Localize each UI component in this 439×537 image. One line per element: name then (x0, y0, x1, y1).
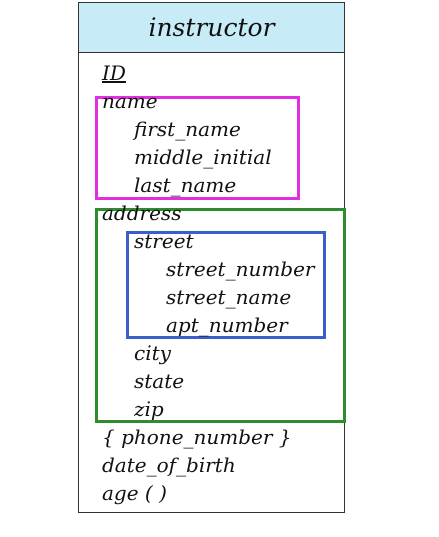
attr-middle-initial: middle_initial (134, 145, 272, 169)
instructor-entity: instructor (78, 2, 345, 513)
name-composite-box (95, 96, 300, 200)
attr-street-name: street_name (166, 285, 292, 309)
attr-city: city (134, 341, 171, 365)
attr-phone-number: { phone_number } (102, 425, 292, 449)
attr-last-name: last_name (134, 173, 237, 197)
attr-name: name (102, 89, 158, 113)
attr-state: state (134, 369, 185, 393)
attr-street-number: street_number (166, 257, 315, 281)
attr-first-name: first_name (134, 117, 241, 141)
attr-address: address (102, 201, 182, 225)
attr-id: ID (102, 61, 126, 85)
street-composite-box (126, 231, 326, 339)
address-composite-box (95, 208, 346, 423)
attr-street: street (134, 229, 194, 253)
entity-title: instructor (79, 3, 344, 53)
attr-apt-number: apt_number (166, 313, 288, 337)
attr-date-of-birth: date_of_birth (102, 453, 236, 477)
attr-zip: zip (134, 397, 164, 421)
attr-age: age ( ) (102, 481, 167, 505)
